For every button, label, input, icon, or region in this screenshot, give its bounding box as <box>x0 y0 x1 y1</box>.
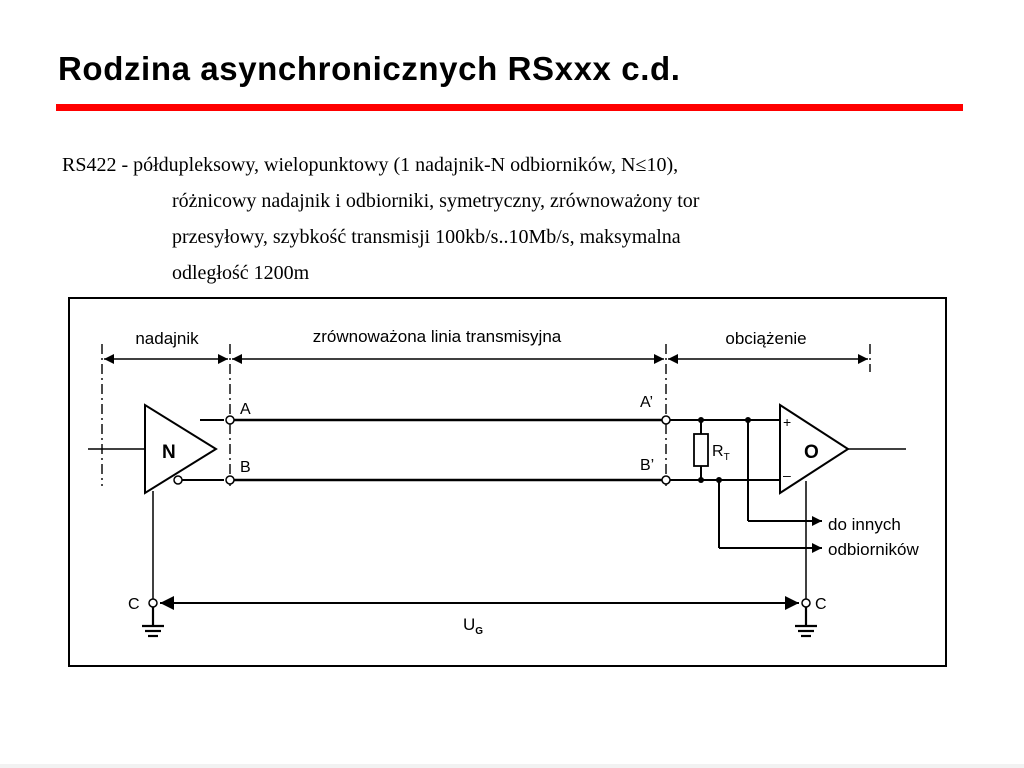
description-line-3: przesyłowy, szybkość transmisji 100kb/s.… <box>172 226 681 248</box>
title-underline <box>56 104 963 111</box>
junction-dot <box>698 417 704 423</box>
transmission-line <box>225 415 671 485</box>
receiver-symbol: O <box>804 442 819 463</box>
description-line-1: RS422 - półdupleksowy, wielopunktowy (1 … <box>62 154 679 176</box>
terminal-a-prime: A’ <box>640 394 653 411</box>
label-line-section: zrównoważona linia transmisyjna <box>313 327 562 346</box>
ground-icon <box>142 607 164 638</box>
receiver <box>779 403 906 599</box>
resistor-label: RT <box>712 443 730 463</box>
load-wiring <box>670 419 780 481</box>
common-label-left: C <box>128 596 140 613</box>
label-transmitter-section: nadajnik <box>135 329 199 348</box>
ground-icon <box>795 607 817 638</box>
description-line-4: odległość 1200m <box>172 262 310 284</box>
slide-description: RS422 - półdupleksowy, wielopunktowy (1 … <box>62 147 962 291</box>
other-receivers-line-2: odbiorników <box>828 540 919 559</box>
description-line-2: różnicowy nadajnik i odbiorniki, symetry… <box>172 190 700 212</box>
slide-title: Rodzina asynchronicznych RSxxx c.d. <box>58 50 681 87</box>
transmitter-driver <box>88 403 224 599</box>
transmitter-symbol: N <box>162 442 176 463</box>
other-receivers-line-1: do innych <box>828 515 901 534</box>
terminal-b: B <box>240 459 251 476</box>
diagram-frame <box>68 297 947 667</box>
junction-dot <box>698 477 704 483</box>
termination-resistor <box>693 433 709 467</box>
common-terminal-right <box>801 598 811 608</box>
label-load-section: obciążenie <box>725 329 806 348</box>
terminal-a: A <box>240 401 251 418</box>
terminal-b-prime: B’ <box>640 457 654 474</box>
ground-voltage-label: UG <box>463 615 483 637</box>
other-receivers-branch <box>718 420 822 553</box>
input-plus-label: + <box>783 414 791 430</box>
slide-bottom-strip <box>0 764 1024 768</box>
common-terminal-left <box>148 598 158 608</box>
section-dividers <box>101 344 871 486</box>
input-minus-label: – <box>783 467 791 483</box>
common-label-right: C <box>815 596 827 613</box>
